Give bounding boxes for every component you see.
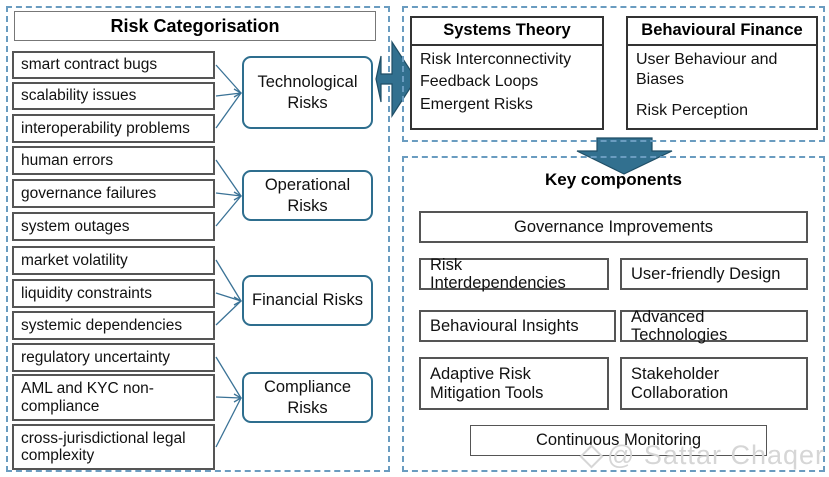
behavioural-finance-header: Behavioural Finance bbox=[628, 18, 816, 46]
systems-theory-header: Systems Theory bbox=[412, 18, 602, 46]
left-item-box[interactable]: systemic dependencies bbox=[12, 311, 215, 340]
left-item-box[interactable]: regulatory uncertainty bbox=[12, 343, 215, 372]
behavioural-finance-box[interactable]: Behavioural Finance User Behaviour and B… bbox=[626, 16, 818, 130]
risk-category-compliance[interactable]: Compliance Risks bbox=[242, 372, 373, 423]
left-item-label: smart contract bugs bbox=[21, 56, 158, 74]
risk-category-financial[interactable]: Financial Risks bbox=[242, 275, 373, 326]
key-component-box[interactable]: Advanced Technologies bbox=[620, 307, 808, 344]
left-item-label: scalability issues bbox=[21, 87, 137, 105]
systems-theory-box[interactable]: Systems Theory Risk Interconnectivity Fe… bbox=[410, 16, 604, 130]
risk-category-operational[interactable]: Operational Risks bbox=[242, 170, 373, 221]
left-item-label: AML and KYC non-compliance bbox=[21, 380, 154, 415]
left-item-box[interactable]: cross-jurisdictional legal complexity bbox=[12, 424, 215, 470]
left-item-label: cross-jurisdictional legal complexity bbox=[21, 429, 186, 464]
risk-category-label: Technological Risks bbox=[257, 73, 358, 112]
key-component-box[interactable]: Stakeholder Collaboration bbox=[620, 357, 808, 410]
risk-categorisation-group bbox=[6, 6, 390, 472]
left-item-label: systemic dependencies bbox=[21, 316, 183, 334]
left-item-box[interactable]: human errors bbox=[12, 146, 215, 175]
theory-item: User Behaviour and Biases bbox=[636, 51, 778, 89]
left-item-box[interactable]: liquidity constraints bbox=[12, 279, 215, 308]
left-item-box[interactable]: governance failures bbox=[12, 179, 215, 208]
risk-category-label: Operational Risks bbox=[264, 176, 351, 215]
theory-item: Risk Interconnectivity bbox=[420, 51, 572, 68]
key-component-box[interactable]: Risk Interdependencies bbox=[419, 255, 609, 292]
left-item-label: interoperability problems bbox=[21, 119, 190, 137]
key-component-label: Continuous Monitoring bbox=[535, 431, 702, 450]
left-item-label: system outages bbox=[21, 217, 130, 235]
left-item-box[interactable]: interoperability problems bbox=[12, 114, 215, 143]
key-component-label: Adaptive Risk Mitigation Tools bbox=[430, 365, 544, 402]
key-components-heading-label: Key components bbox=[545, 170, 682, 189]
key-component-label: Behavioural Insights bbox=[430, 316, 579, 335]
page-title-label: Risk Categorisation bbox=[110, 15, 280, 36]
theory-item: Emergent Risks bbox=[420, 95, 533, 113]
left-item-label: regulatory uncertainty bbox=[21, 348, 171, 366]
key-component-label: User-friendly Design bbox=[631, 264, 781, 283]
theory-item: Feedback Loops bbox=[420, 73, 539, 91]
left-item-box[interactable]: AML and KYC non-compliance bbox=[12, 374, 215, 421]
left-item-label: governance failures bbox=[21, 184, 157, 202]
theoretical-lens-group bbox=[402, 6, 825, 142]
watermark-diamond-icon bbox=[579, 444, 604, 469]
risk-category-technological[interactable]: Technological Risks bbox=[242, 56, 373, 129]
key-component-box[interactable]: User-friendly Design bbox=[620, 258, 808, 290]
key-component-label: Stakeholder Collaboration bbox=[631, 365, 729, 402]
key-component-box[interactable]: Adaptive Risk Mitigation Tools bbox=[419, 357, 609, 410]
key-component-label: Risk Interdependencies bbox=[430, 255, 566, 292]
key-components-group bbox=[402, 156, 825, 472]
left-item-box[interactable]: scalability issues bbox=[12, 82, 215, 110]
risk-category-label: Financial Risks bbox=[252, 291, 363, 310]
left-item-label: market volatility bbox=[21, 251, 128, 269]
left-item-box[interactable]: smart contract bugs bbox=[12, 51, 215, 79]
watermark-label: @ Sattar Chaqer bbox=[607, 440, 826, 470]
behavioural-finance-items: User Behaviour and Biases Risk Perceptio… bbox=[628, 46, 816, 128]
page-title: Risk Categorisation bbox=[14, 11, 376, 41]
key-component-label: Governance Improvements bbox=[513, 217, 713, 236]
watermark: @ Sattar Chaqer bbox=[579, 440, 826, 471]
key-component-box[interactable]: Governance Improvements bbox=[419, 211, 808, 243]
systems-theory-items: Risk Interconnectivity Feedback Loops Em… bbox=[412, 46, 602, 128]
left-item-label: human errors bbox=[21, 151, 114, 169]
left-item-label: liquidity constraints bbox=[21, 284, 152, 302]
key-component-label: Advanced Technologies bbox=[631, 307, 728, 344]
left-item-box[interactable]: system outages bbox=[12, 212, 215, 241]
key-component-box[interactable]: Continuous Monitoring bbox=[470, 425, 767, 456]
risk-category-label: Compliance Risks bbox=[263, 378, 352, 417]
key-components-heading: Key components bbox=[402, 170, 825, 190]
key-component-box[interactable]: Behavioural Insights bbox=[419, 310, 616, 342]
left-item-box[interactable]: market volatility bbox=[12, 246, 215, 275]
theory-item: Risk Perception bbox=[636, 101, 749, 119]
